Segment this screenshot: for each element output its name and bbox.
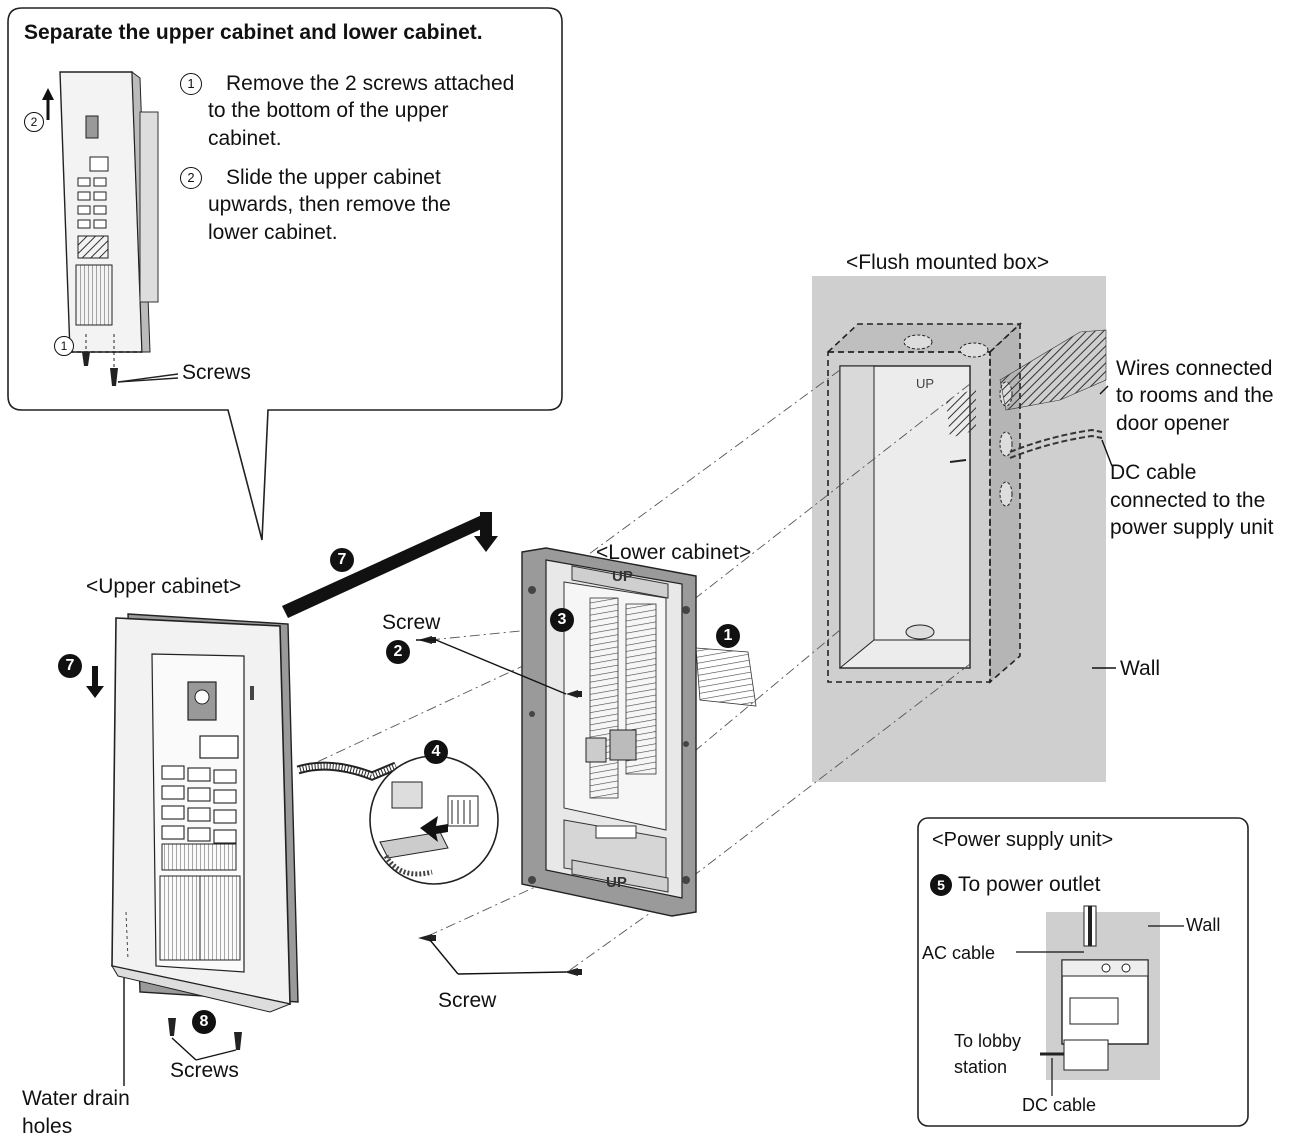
- slide-arrow-7: [282, 512, 498, 618]
- step-badge-2: 2: [386, 640, 410, 664]
- down-arrow-7: [86, 666, 104, 698]
- power-supply-title: <Power supply unit>: [932, 829, 1114, 851]
- power-outlet-label: To power outlet: [958, 873, 1101, 896]
- step-1-line2: to the bottom of the upper: [208, 99, 449, 122]
- water-drain-line1: Water drain: [22, 1087, 130, 1110]
- upper-cabinet-illustration: [110, 613, 398, 1013]
- wires-label-line2: to rooms and the: [1116, 384, 1274, 407]
- wires-label-line3: door opener: [1116, 412, 1230, 435]
- callout-step-2: 2 Slide the upper cabinet: [180, 164, 441, 192]
- power-supply-panel: [917, 817, 1249, 1127]
- lower-cabinet-illustration: [521, 547, 757, 917]
- connector-detail: [369, 755, 499, 885]
- dc-cable-label-line1: DC cable: [1110, 461, 1197, 484]
- upper-cabinet-label: <Upper cabinet>: [86, 575, 242, 598]
- step-badge-8: 8: [192, 1010, 216, 1034]
- lobby-station-line1: To lobby: [954, 1031, 1022, 1051]
- water-drain-line2: holes: [22, 1115, 73, 1138]
- power-dc-cable-label: DC cable: [1022, 1095, 1097, 1115]
- step-1-line3: cabinet.: [208, 127, 282, 150]
- wires-label-line1: Wires connected: [1116, 357, 1273, 380]
- screw-label-top: Screw: [382, 611, 441, 634]
- wall-label: Wall: [1120, 657, 1161, 680]
- callout-step-1: 1 Remove the 2 screws attached: [180, 70, 514, 98]
- callout-intercom-illustration: [42, 70, 179, 386]
- step-badge-7-top: 7: [330, 548, 354, 572]
- ac-cable-label: AC cable: [922, 943, 996, 963]
- flush-mounted-box-illustration: [825, 322, 1107, 684]
- lower-cabinet-label: <Lower cabinet>: [596, 541, 752, 564]
- flush-box-up-mark: UP: [916, 376, 935, 391]
- step-2-line3: lower cabinet.: [208, 221, 338, 244]
- step-2-number: 2: [180, 167, 202, 189]
- step-badge-1: 1: [716, 624, 740, 648]
- screw-label-bottom: Screw: [438, 989, 497, 1012]
- step-2-line1: Slide the upper cabinet: [226, 166, 441, 189]
- step-1-number: 1: [180, 73, 202, 95]
- screws-label-bottom: Screws: [170, 1059, 239, 1082]
- step-badge-4: 4: [424, 740, 448, 764]
- callout-title: Separate the upper cabinet and lower cab…: [24, 21, 483, 44]
- step-1-line1: Remove the 2 screws attached: [226, 72, 515, 95]
- power-wall-label: Wall: [1186, 915, 1221, 935]
- step-2-line2: upwards, then remove the: [208, 193, 451, 216]
- step-badge-3: 3: [550, 608, 574, 632]
- callout-screws-label: Screws: [182, 361, 251, 384]
- callout-marker-2: 2: [24, 112, 44, 132]
- callout-marker-1: 1: [54, 336, 74, 356]
- flush-box-label: <Flush mounted box>: [846, 251, 1050, 274]
- dc-cable-label-line3: power supply unit: [1110, 516, 1274, 539]
- lobby-station-line2: station: [954, 1057, 1008, 1077]
- lower-cabinet-up-bottom: UP: [606, 874, 627, 891]
- dc-cable-label-line2: connected to the: [1110, 489, 1266, 512]
- step-badge-7-left: 7: [58, 654, 82, 678]
- lower-cabinet-up-top: UP: [612, 568, 633, 585]
- leader-lines: [123, 385, 1116, 1086]
- step-badge-5: 5: [930, 874, 952, 896]
